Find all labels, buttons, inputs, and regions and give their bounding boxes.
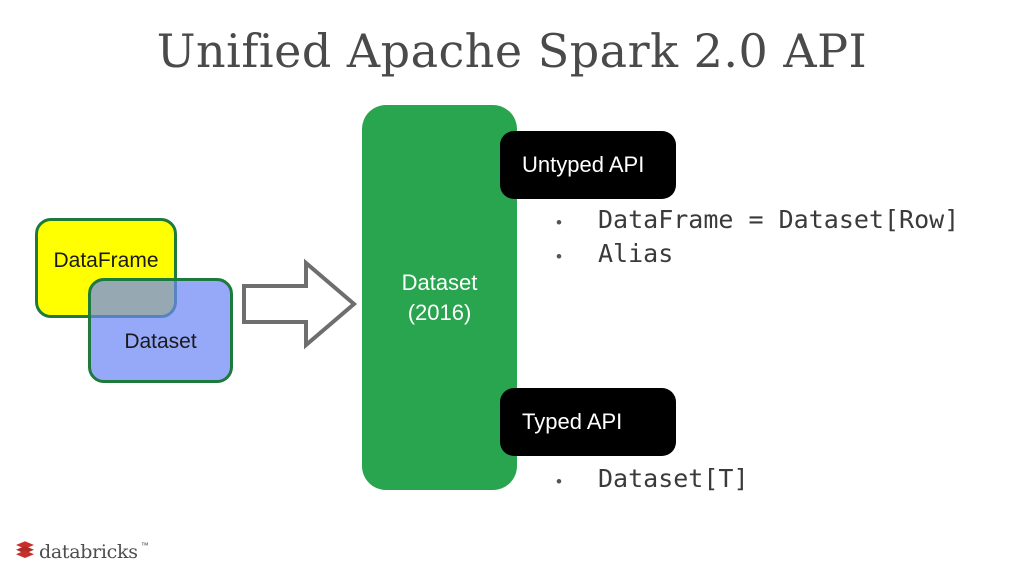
trademark-symbol: ™ [140, 541, 149, 550]
typed-api-label: Typed API [522, 409, 623, 434]
dataset-2016-box: Dataset (2016) [362, 105, 517, 490]
list-item-text: Alias [598, 238, 674, 268]
databricks-wordmark: databricks [39, 540, 138, 563]
untyped-api-bullet-list: • DataFrame = Dataset[Row] • Alias [556, 203, 959, 271]
dataset-label: Dataset [124, 330, 197, 353]
list-item-text: Dataset[T] [598, 464, 749, 493]
bullet-icon: • [556, 213, 562, 232]
dataset-2016-title: Dataset [401, 270, 478, 296]
dataset-box: Dataset [88, 278, 233, 383]
list-item: • Alias [556, 237, 959, 271]
page-title: Unified Apache Spark 2.0 API [156, 24, 868, 78]
typed-api-bullet-list: • Dataset[T] [556, 462, 749, 496]
typed-api-pill: Typed API [500, 388, 676, 456]
untyped-api-pill: Untyped API [500, 131, 676, 199]
right-block-arrow-icon [240, 258, 360, 350]
databricks-logo: databricks ™ [14, 538, 149, 565]
list-item: • Dataset[T] [556, 462, 749, 496]
list-item: • DataFrame = Dataset[Row] [556, 203, 959, 237]
dataframe-label: DataFrame [53, 248, 159, 272]
dataset-2016-year: (2016) [407, 299, 472, 325]
overlap-diagram: DataFrame Dataset [30, 210, 245, 395]
databricks-mark-icon [14, 538, 36, 565]
bullet-icon: • [556, 246, 562, 266]
list-item-text: DataFrame = Dataset[Row] [598, 205, 960, 234]
bullet-icon: • [556, 472, 562, 491]
untyped-api-label: Untyped API [522, 152, 645, 177]
